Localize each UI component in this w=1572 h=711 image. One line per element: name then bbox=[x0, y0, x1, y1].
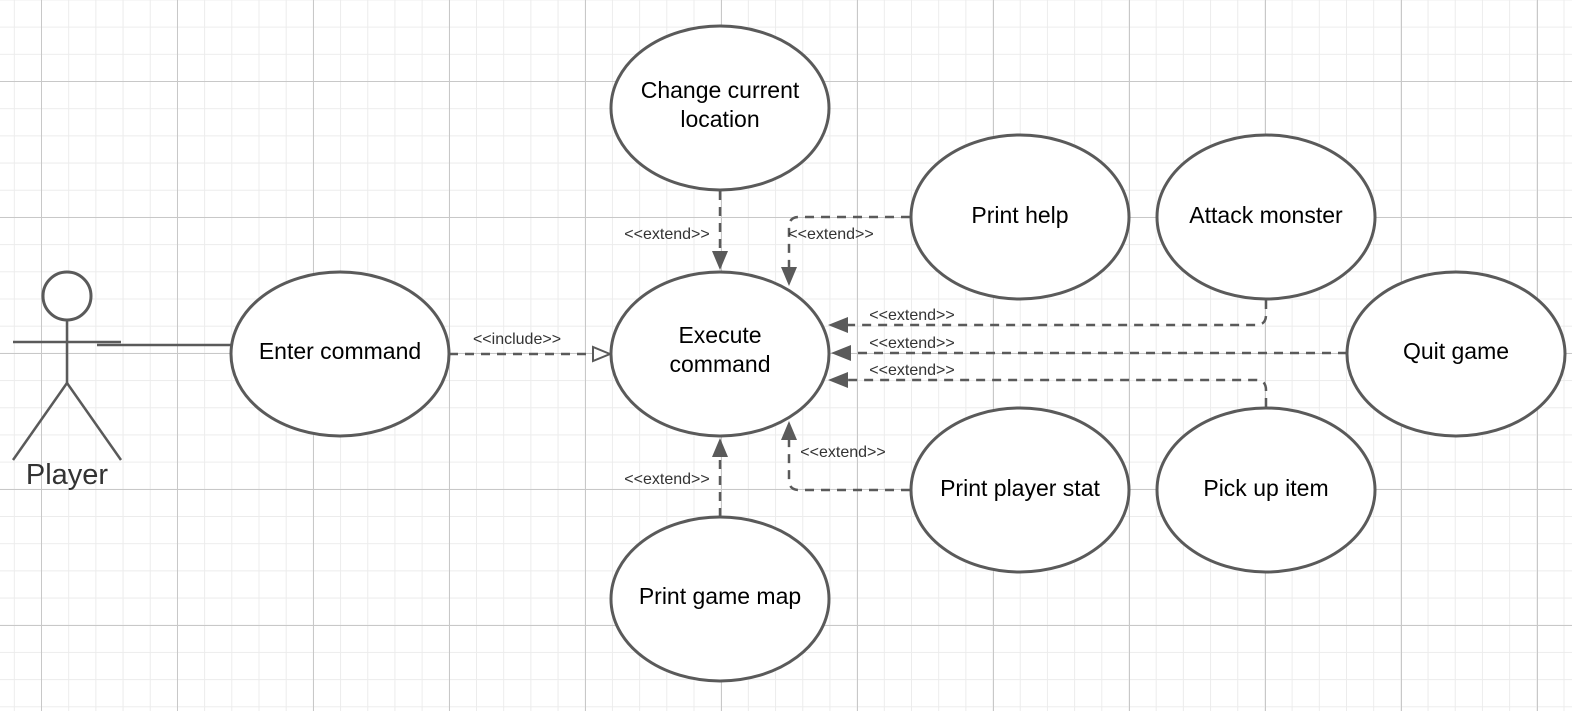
include-label: <<include>> bbox=[473, 331, 561, 348]
include-arrowhead bbox=[592, 345, 613, 363]
extend-label: <<extend>> bbox=[869, 362, 954, 379]
extend-arrowhead bbox=[828, 317, 848, 333]
extend-label: <<extend>> bbox=[624, 471, 709, 488]
extend-print-player-stat: <<extend>> bbox=[781, 421, 910, 492]
use-case-label: Enter command bbox=[259, 338, 421, 364]
use-case-ellipse bbox=[1155, 406, 1377, 574]
use-case-attack-monster[interactable]: Attack monster bbox=[1155, 133, 1377, 301]
extend-attack-monster: <<extend>> bbox=[828, 300, 1268, 333]
use-case-ellipse bbox=[909, 406, 1131, 574]
use-case-print-game-map[interactable]: Print game map bbox=[609, 515, 831, 683]
use-case-label-line-1: Execute bbox=[678, 322, 761, 348]
extend-change-location: <<extend>> bbox=[624, 191, 728, 270]
use-case-print-player-stat[interactable]: Print player stat bbox=[909, 406, 1131, 574]
actor-label: Player bbox=[26, 459, 109, 491]
extend-arrowhead bbox=[781, 267, 797, 286]
extend-label: <<extend>> bbox=[869, 335, 954, 352]
use-case-ellipse bbox=[1345, 270, 1567, 438]
extend-print-game-map: <<extend>> bbox=[624, 438, 728, 517]
extend-arrowhead bbox=[828, 372, 848, 388]
extend-quit-game: <<extend>> bbox=[831, 335, 1347, 361]
extend-label: <<extend>> bbox=[788, 226, 873, 243]
extend-label: <<extend>> bbox=[800, 444, 885, 461]
use-case-label-line-2: command bbox=[670, 351, 771, 377]
extend-pick-up-item: <<extend>> bbox=[828, 362, 1268, 407]
actor-right-leg bbox=[65, 382, 123, 461]
use-case-label: Print player stat bbox=[940, 475, 1100, 501]
extend-line bbox=[787, 440, 910, 492]
extend-arrowhead bbox=[781, 421, 797, 440]
use-case-ellipse bbox=[1155, 133, 1377, 301]
use-case-label: Attack monster bbox=[1189, 202, 1343, 228]
use-case-ellipse bbox=[609, 24, 831, 192]
actor-head bbox=[41, 270, 93, 322]
include-relation: <<include>> bbox=[449, 331, 613, 363]
use-case-label: Print help bbox=[971, 202, 1068, 228]
use-case-ellipse bbox=[609, 515, 831, 683]
use-case-change-location[interactable]: Change current location bbox=[609, 24, 831, 192]
extend-arrowhead bbox=[712, 251, 728, 270]
actor-left-leg bbox=[11, 382, 69, 461]
use-case-print-help[interactable]: Print help bbox=[909, 133, 1131, 301]
extend-arrowhead bbox=[831, 345, 851, 361]
use-case-label: Quit game bbox=[1403, 338, 1509, 364]
actor-player[interactable]: Player bbox=[11, 270, 123, 491]
extend-print-help: <<extend>> bbox=[781, 215, 910, 286]
use-case-label: Print game map bbox=[639, 583, 801, 609]
use-case-ellipse bbox=[229, 270, 451, 438]
use-case-pick-up-item[interactable]: Pick up item bbox=[1155, 406, 1377, 574]
use-case-quit-game[interactable]: Quit game bbox=[1345, 270, 1567, 438]
use-case-enter-command[interactable]: Enter command bbox=[229, 270, 451, 438]
use-case-label-line-2: location bbox=[680, 106, 759, 132]
use-case-label-line-1: Change current bbox=[641, 77, 800, 103]
use-case-ellipse bbox=[609, 270, 831, 438]
extend-label: <<extend>> bbox=[624, 226, 709, 243]
use-case-label: Pick up item bbox=[1203, 475, 1328, 501]
use-case-ellipse bbox=[909, 133, 1131, 301]
use-case-execute-command[interactable]: Execute command bbox=[609, 270, 831, 438]
extend-line bbox=[848, 378, 1268, 407]
extend-arrowhead bbox=[712, 438, 728, 457]
extend-line bbox=[848, 300, 1268, 327]
extend-line bbox=[787, 215, 910, 267]
extend-label: <<extend>> bbox=[869, 307, 954, 324]
